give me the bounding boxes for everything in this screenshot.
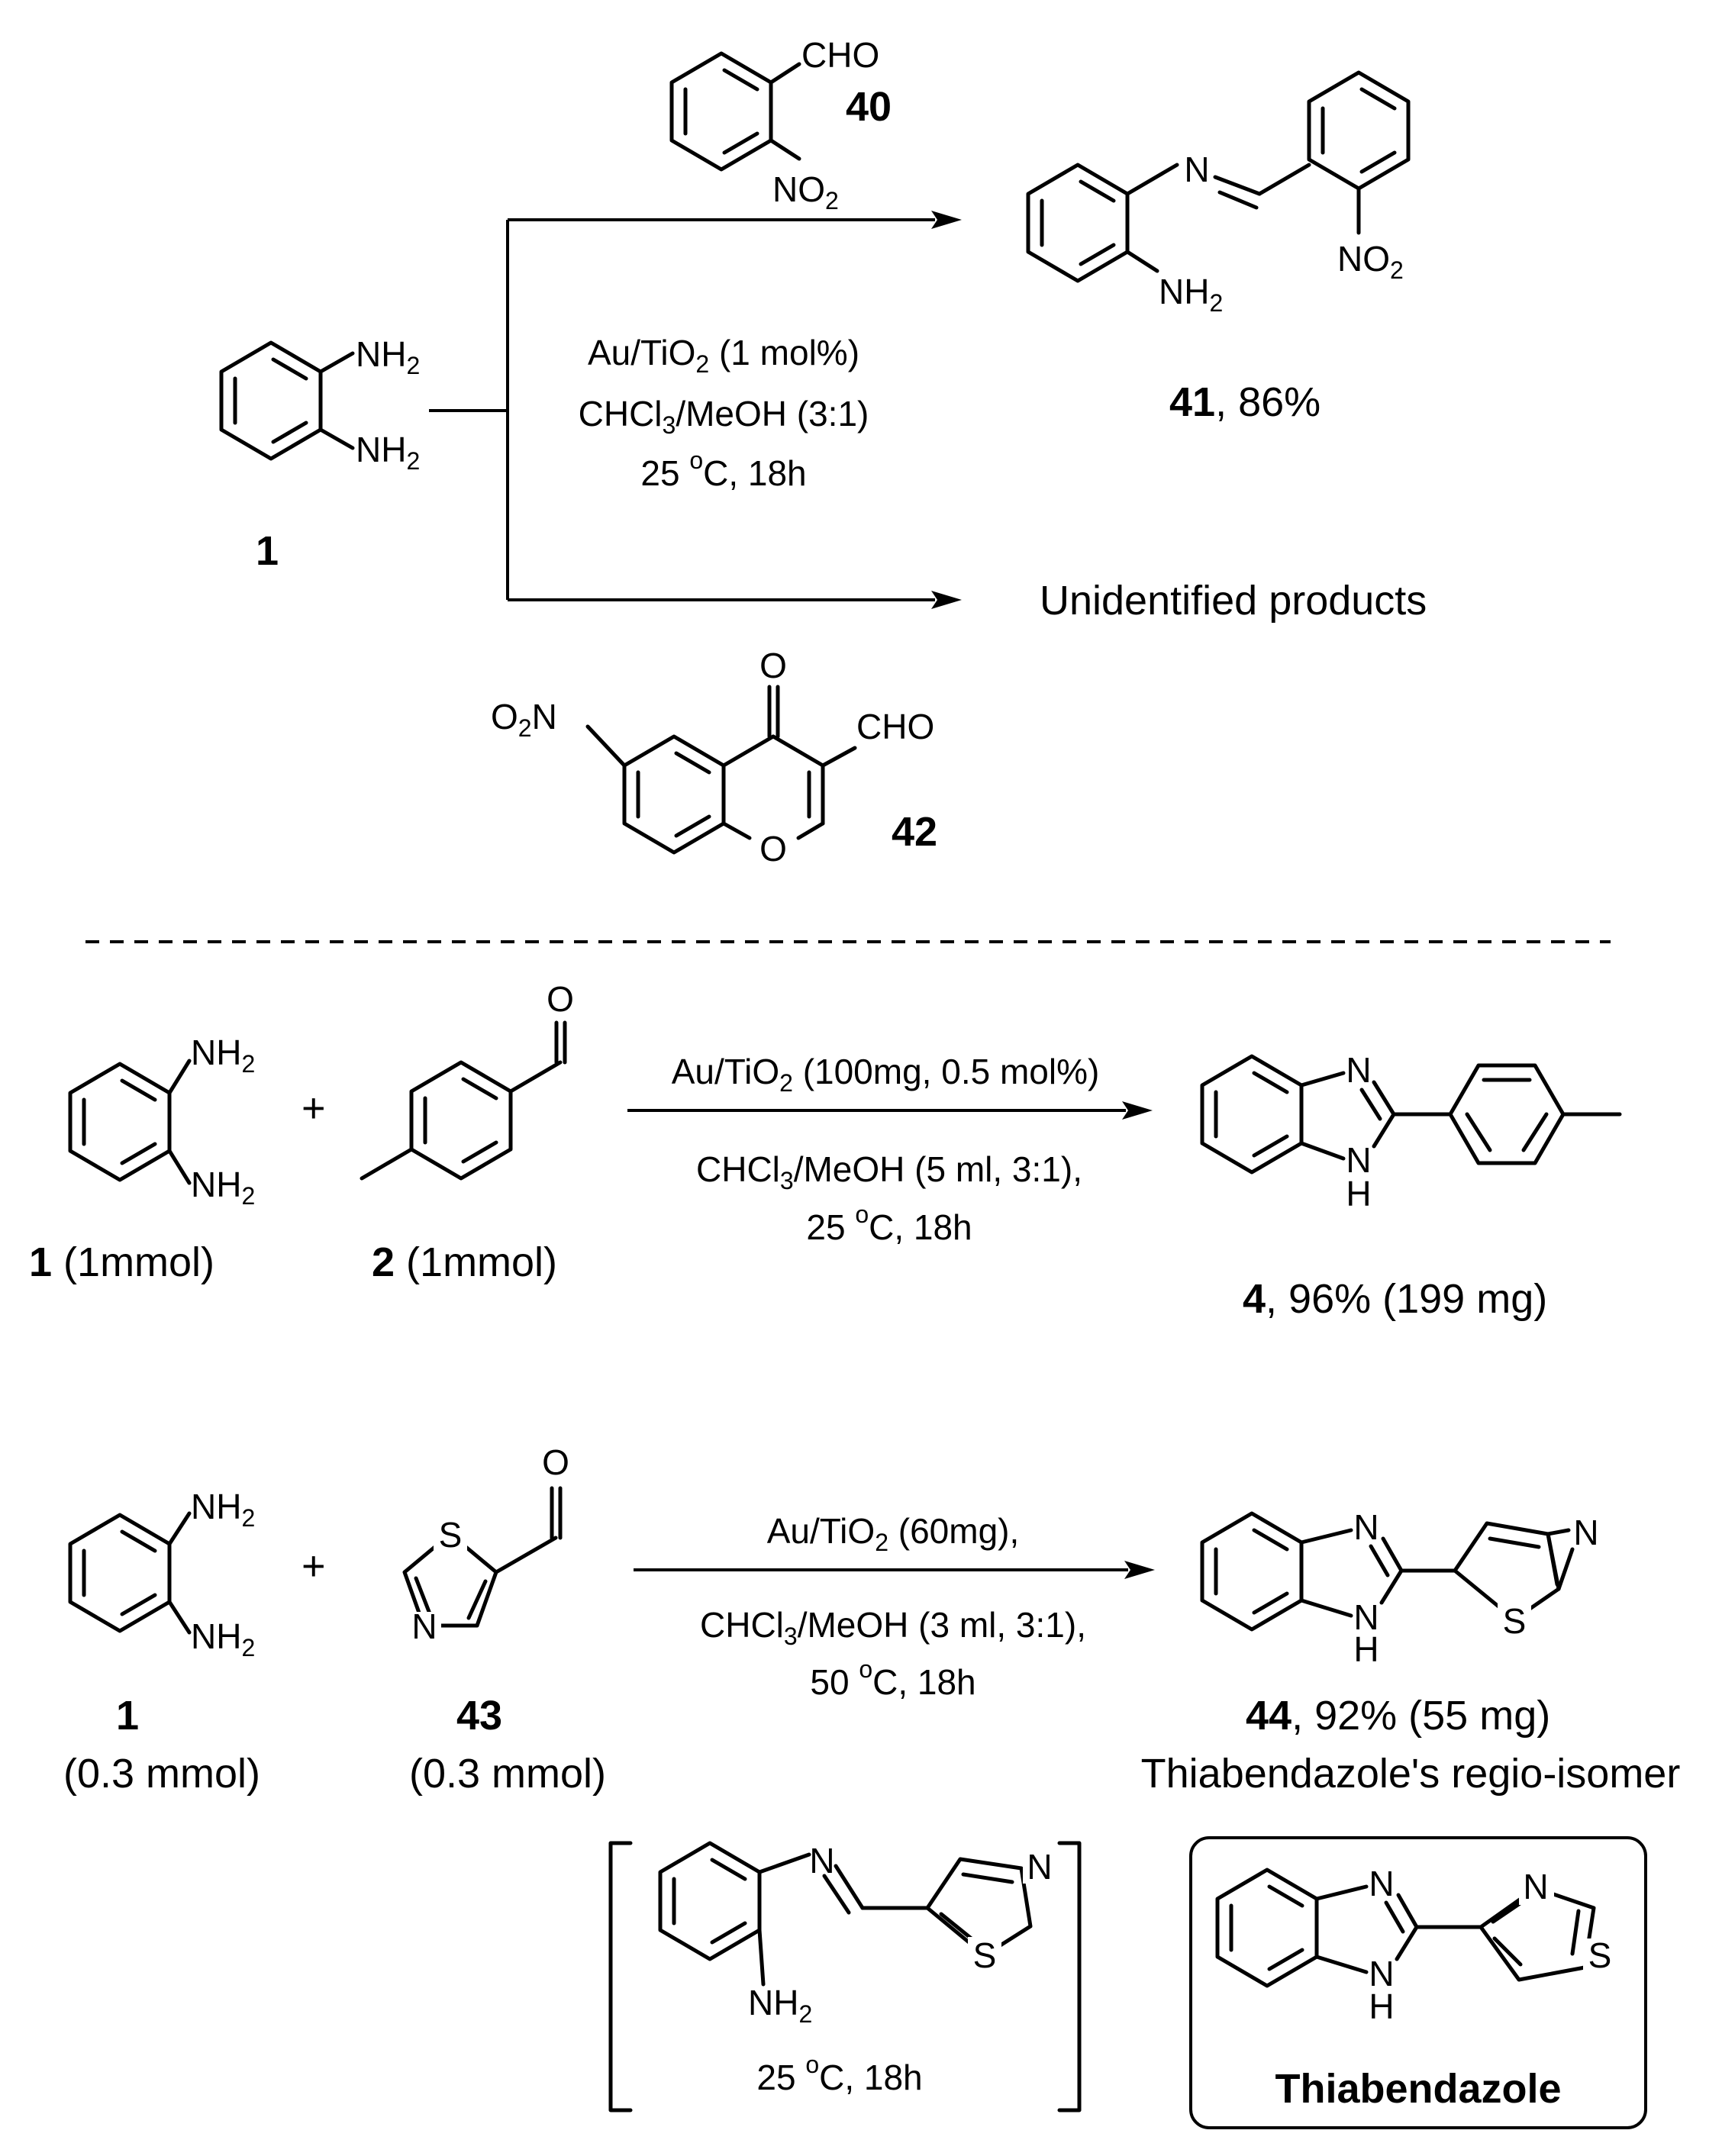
product-41-caption: 41, 86% [1169, 379, 1321, 425]
temperature-text: 25 oC, 18h [756, 2051, 922, 2097]
imidazole-nitrogen-label: N [1369, 1864, 1394, 1903]
conditions-top: Au/TiO2 (1 mol%) CHCl3/MeOH (3:1) 25 oC,… [579, 333, 869, 493]
product-44-structure: N N H N S 44, 92% (55 mg) Thiabendazole'… [1141, 1507, 1681, 1797]
thiazole-nitrogen-label: N [1027, 1847, 1052, 1887]
thiazole-sulfur-label: S [439, 1515, 463, 1555]
thiazole-nitrogen-label: N [1573, 1513, 1598, 1552]
catalyst-text: Au/TiO2 (60mg), [767, 1511, 1020, 1556]
temperature-text: 25 oC, 18h [640, 446, 806, 493]
arrow-bottom [634, 1561, 1155, 1579]
amine-label: NH2 [1159, 272, 1223, 317]
imidazole-nh-label: N [1346, 1140, 1371, 1180]
thiazole-sulfur-label: S [973, 1935, 997, 1975]
nitro-label: NO2 [1337, 239, 1404, 284]
reactant-1-caption: 1 (1mmol) [29, 1239, 214, 1285]
regio-isomer-caption: Thiabendazole's regio-isomer [1141, 1751, 1681, 1797]
product-44-caption: 44, 92% (55 mg) [1246, 1693, 1550, 1739]
imidazole-nh-label: N [1369, 1954, 1394, 1993]
imine-nitrogen-label: N [1184, 150, 1209, 189]
amine-label: NH2 [748, 1983, 812, 2028]
thiazole-sulfur-label: S [1588, 1935, 1612, 1975]
product-41-structure: N NH2 NO2 41, 86% [1026, 70, 1411, 425]
product-4-structure: N N H 4, 96% (199 mg) [1200, 1050, 1622, 1322]
solvent-text: CHCl3/MeOH (5 ml, 3:1), [696, 1149, 1082, 1194]
catalyst-text: Au/TiO2 (100mg, 0.5 mol%) [672, 1052, 1100, 1097]
compound-label-43: 43 [456, 1693, 502, 1739]
start-1-structure: NH2 NH2 1 [219, 334, 420, 574]
compound-label-40: 40 [846, 84, 892, 130]
temperature-text: 50 oC, 18h [810, 1655, 975, 1702]
reagent-42-structure: O O CHO O2N 42 [491, 646, 937, 869]
nitro-label: NO2 [772, 169, 839, 214]
catalyst-text: Au/TiO2 (1 mol%) [588, 333, 859, 378]
ketone-oxygen-label: O [759, 646, 787, 685]
imidazole-nitrogen-label: N [1346, 1050, 1371, 1090]
branch-arrows [429, 211, 962, 609]
reagent-40-structure: CHO NO2 40 [669, 35, 892, 214]
nitro-label: O2N [491, 697, 557, 742]
conditions-bottom: Au/TiO2 (60mg), CHCl3/MeOH (3 ml, 3:1), … [700, 1511, 1086, 1702]
solvent-text: CHCl3/MeOH (3 ml, 3:1), [700, 1605, 1086, 1650]
imidazole-h-label: H [1369, 1987, 1394, 2026]
thiazole-nitrogen-label: N [1523, 1867, 1548, 1906]
thiabendazole-label: Thiabendazole [1275, 2066, 1561, 2112]
temperature-text: 25 oC, 18h [806, 1200, 972, 1247]
imidazole-nitrogen-label: N [1353, 1507, 1379, 1547]
compound-label-1: 1 [256, 528, 279, 574]
amine-label: NH2 [191, 1165, 255, 1210]
thiabendazole-box: N N H N S Thiabendazole [1189, 1836, 1647, 2129]
cho-label: CHO [856, 707, 934, 746]
compound-label-42: 42 [892, 809, 937, 855]
reactant-2-caption: 2 (1mmol) [372, 1239, 557, 1285]
amine-label: NH2 [191, 1616, 255, 1661]
solvent-text: CHCl3/MeOH (3:1) [579, 394, 869, 439]
reactant-43-structure: S N O 43 (0.3 mmol) [402, 1442, 606, 1797]
intermediate-structure: N N S NH2 25 oC, 18h [608, 1841, 1082, 2112]
product-4-caption: 4, 96% (199 mg) [1243, 1276, 1547, 1322]
reactant-1b-structure: NH2 NH2 1 (0.3 mmol) [63, 1487, 260, 1797]
cho-label: CHO [801, 35, 879, 75]
amine-label: NH2 [191, 1487, 255, 1532]
reactant-amount: (0.3 mmol) [63, 1751, 260, 1797]
unidentified-products-text: Unidentified products [1040, 578, 1427, 624]
compound-label-1: 1 [116, 1693, 139, 1739]
amine-label: NH2 [356, 430, 420, 475]
reactant-1-structure: NH2 NH2 1 (1mmol) [29, 1033, 255, 1285]
reactant-2-structure: O 2 (1mmol) [360, 979, 574, 1285]
carbonyl-oxygen-label: O [542, 1442, 569, 1482]
amine-label: NH2 [356, 334, 420, 379]
imidazole-nh-label: N [1353, 1597, 1379, 1637]
thiazole-nitrogen-label: N [411, 1607, 437, 1646]
imidazole-h-label: H [1353, 1629, 1379, 1669]
plus-sign: + [302, 1085, 326, 1131]
thiazole-sulfur-label: S [1503, 1601, 1527, 1641]
carbonyl-oxygen-label: O [547, 979, 574, 1019]
plus-sign: + [302, 1543, 326, 1589]
arrow-middle [627, 1101, 1153, 1120]
ring-oxygen-label: O [759, 829, 787, 869]
amine-label: NH2 [191, 1033, 255, 1078]
imine-nitrogen-label: N [809, 1841, 834, 1880]
conditions-middle: Au/TiO2 (100mg, 0.5 mol%) CHCl3/MeOH (5 … [672, 1052, 1100, 1247]
reactant-amount: (0.3 mmol) [409, 1751, 606, 1797]
imidazole-h-label: H [1346, 1174, 1371, 1213]
